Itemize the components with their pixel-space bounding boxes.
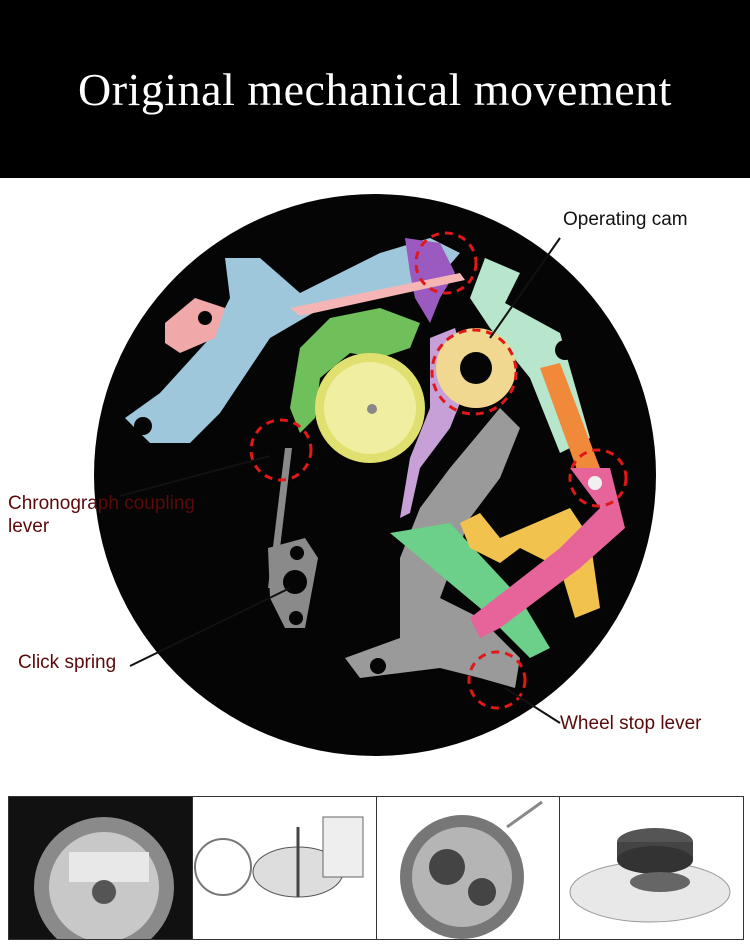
page-title: Original mechanical movement [78, 63, 672, 115]
coupling-lever-label: Chronograph coupling lever [8, 493, 195, 537]
thumbnail-skeleton-movement [376, 797, 561, 939]
wheel-stop-lever-label: Wheel stop lever [560, 713, 702, 734]
click-spring-label: Click spring [18, 652, 117, 673]
movement-illustration [94, 194, 656, 756]
thumbnail-gear-render [560, 797, 743, 939]
movement-diagram: Operating cam Chronograph coupling lever… [0, 178, 750, 790]
title-banner: Original mechanical movement [0, 0, 750, 178]
thumbnail-gear-sketch [192, 797, 377, 939]
thumbnail-movement-photo [9, 797, 193, 939]
operating-cam-label: Operating cam [563, 209, 688, 230]
thumbnail-strip [8, 796, 744, 940]
